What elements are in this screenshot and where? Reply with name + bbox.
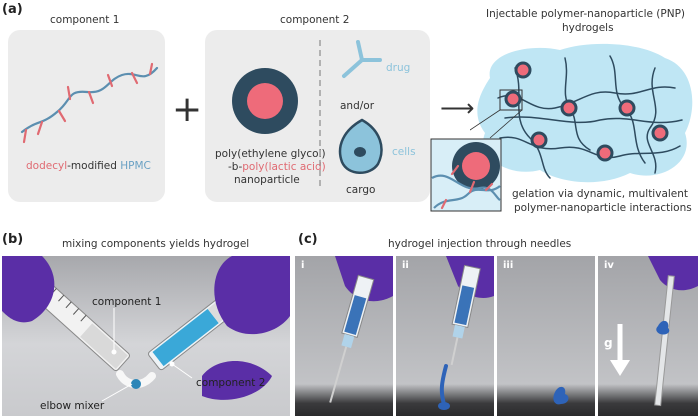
subpanel-iii-photo: iii bbox=[497, 256, 595, 416]
modified-text: -modified bbox=[67, 160, 120, 172]
component2-title: component 2 bbox=[280, 14, 349, 26]
dodecyl-text: dodecyl bbox=[26, 160, 67, 172]
and-or-label: and/or bbox=[340, 100, 374, 112]
subpanel-iv-illustration bbox=[598, 256, 698, 416]
label-elbow-mixer: elbow mixer bbox=[40, 400, 104, 412]
result-title-line2: hydrogels bbox=[562, 22, 614, 34]
panel-c-title: hydrogel injection through needles bbox=[388, 238, 571, 250]
zoom-inset bbox=[430, 138, 502, 212]
antibody-drug-icon bbox=[340, 38, 384, 80]
peg-line2: -b-poly(lactic acid) bbox=[228, 161, 326, 173]
gravity-label: g bbox=[604, 336, 613, 350]
gelation-line2: polymer-nanoparticle interactions bbox=[514, 202, 692, 214]
cell-icon bbox=[334, 116, 390, 178]
mixing-photo bbox=[2, 256, 290, 416]
hydrogel-network-illustration bbox=[470, 38, 698, 186]
component1-caption: dodecyl-modified HPMC bbox=[26, 160, 151, 172]
cargo-label: cargo bbox=[346, 184, 375, 196]
drug-label: drug bbox=[386, 62, 410, 74]
subpanel-iii-label: iii bbox=[503, 260, 513, 271]
panel-c-letter: (c) bbox=[298, 232, 318, 247]
subpanel-iii-illustration bbox=[497, 256, 595, 416]
panel-b-title: mixing components yields hydrogel bbox=[62, 238, 249, 250]
peg-line1: poly(ethylene glycol) bbox=[215, 148, 326, 160]
subpanel-ii-illustration bbox=[396, 256, 494, 416]
subpanel-iv-label: iv bbox=[604, 260, 614, 271]
subpanel-ii-photo: ii bbox=[396, 256, 494, 416]
hpmc-polymer-chain bbox=[12, 50, 162, 150]
subpanel-i-illustration bbox=[295, 256, 393, 416]
subpanel-iv-photo: iv g bbox=[598, 256, 698, 416]
peg-line2-prefix: -b- bbox=[228, 161, 242, 173]
gelation-line1: gelation via dynamic, multivalent bbox=[512, 188, 688, 200]
result-title-line1: Injectable polymer-nanoparticle (PNP) bbox=[486, 8, 685, 20]
plus-sign: + bbox=[172, 92, 202, 128]
dashed-divider bbox=[318, 40, 322, 190]
pla-text: poly(lactic acid) bbox=[242, 161, 325, 173]
panel-b-letter: (b) bbox=[2, 232, 23, 247]
subpanel-i-label: i bbox=[301, 260, 304, 271]
label-component1: component 1 bbox=[92, 296, 161, 308]
subpanel-ii-label: ii bbox=[402, 260, 409, 271]
peg-line3: nanoparticle bbox=[234, 174, 300, 186]
panel-a-letter: (a) bbox=[2, 2, 23, 17]
hpmc-text: HPMC bbox=[120, 160, 151, 172]
nanoparticle-icon bbox=[230, 66, 300, 136]
subpanel-i-photo: i bbox=[295, 256, 393, 416]
component1-title: component 1 bbox=[50, 14, 119, 26]
label-component2: component 2 bbox=[196, 377, 265, 389]
cells-label: cells bbox=[392, 146, 416, 158]
mixing-photo-illustration bbox=[2, 256, 290, 416]
